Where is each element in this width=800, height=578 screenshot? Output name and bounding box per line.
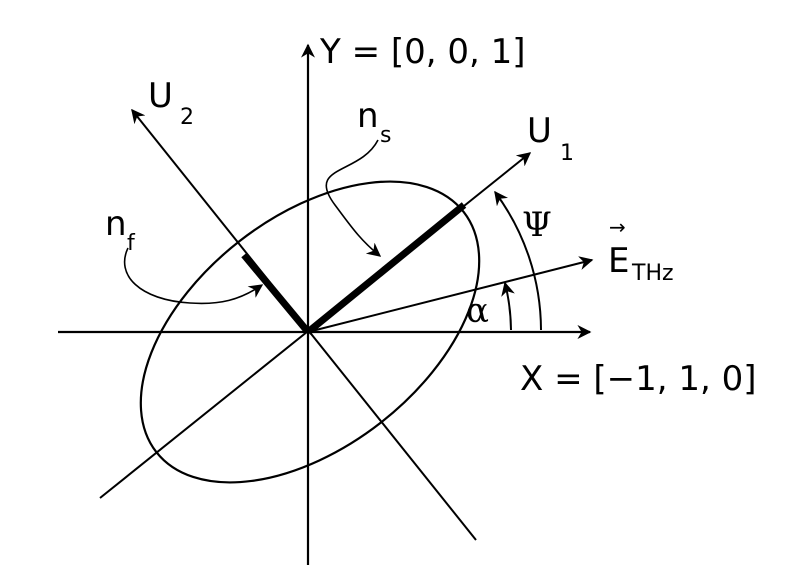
nf-label: n <box>105 204 127 244</box>
y-axis-label: Y = [0, 0, 1] <box>319 32 526 72</box>
u1-label: U <box>527 111 552 151</box>
psi-label: Ψ <box>522 205 552 245</box>
ethz-label: E <box>608 241 629 281</box>
u2-subscript: 2 <box>180 105 194 130</box>
ethz-subscript: THz <box>631 261 674 286</box>
x-axis-label: X = [−1, 1, 0] <box>520 359 757 399</box>
psi-angle-arc <box>494 190 542 331</box>
ns-leader-curve <box>325 139 382 257</box>
u2-label: U <box>148 76 173 116</box>
nf-semi-axis <box>241 252 311 335</box>
nf-leader-curve <box>123 247 264 305</box>
ns-semi-axis <box>305 202 467 335</box>
vector-arrow-mark: → <box>609 215 626 239</box>
u1-subscript: 1 <box>560 141 574 166</box>
nf-subscript: f <box>127 231 136 256</box>
alpha-angle-arc <box>501 281 515 331</box>
alpha-label: α <box>466 291 489 331</box>
ns-subscript: s <box>380 123 391 148</box>
ns-label: n <box>357 96 379 136</box>
ethz-vector <box>307 256 594 333</box>
